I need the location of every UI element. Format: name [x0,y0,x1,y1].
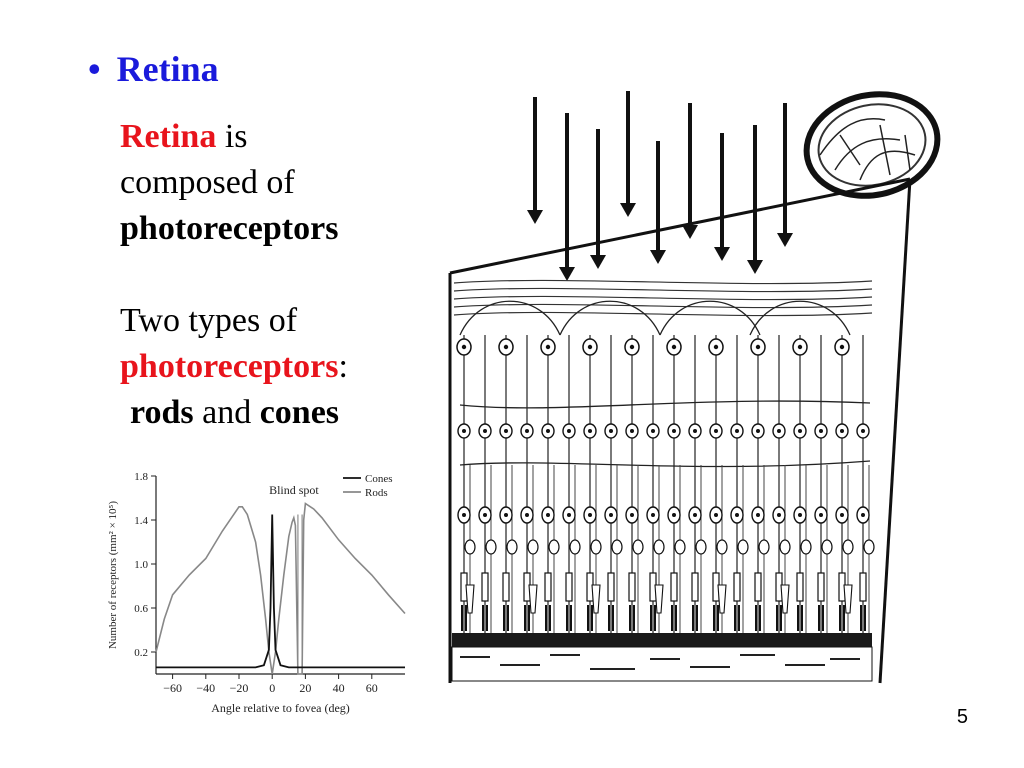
paragraph-composition: Retina is composed of photoreceptors [120,114,338,252]
y-tick-label: 0.6 [134,603,148,615]
x-tick-label: 20 [299,681,311,695]
text-and: and [193,394,260,431]
text-two-types: Two types of [120,302,298,339]
neural-cell-layers [453,279,875,633]
term-retina: Retina [120,118,217,155]
blind-spot-label: Blind spot [269,483,319,497]
retina-section-outline [448,177,912,684]
y-tick-label: 1.4 [134,515,148,527]
y-tick-label: 1.0 [134,559,148,571]
text-is: is [216,118,248,155]
term-photoreceptors: photoreceptors [120,210,339,247]
text-colon: : [338,348,348,385]
x-axis-label: Angle relative to fovea (deg) [211,701,350,715]
term-photoreceptors-red: photoreceptors [120,348,339,385]
y-tick-label: 0.2 [134,647,148,659]
term-cones: cones [259,394,340,431]
y-tick-label: 1.8 [134,471,148,483]
eyeball-illustration [803,91,941,199]
legend-label: Cones [365,473,393,485]
term-rods: rods [130,394,194,431]
light-arrows [527,91,793,281]
series-line-cones [156,514,405,669]
x-tick-label: 0 [269,681,275,695]
x-tick-label: 60 [366,681,378,695]
pigment-layer [451,633,873,682]
legend-label: Rods [365,487,388,499]
x-tick-label: 40 [333,681,345,695]
bullet-title: Retina [116,49,219,89]
bullet-heading: • Retina [88,48,219,90]
page-number: 5 [956,706,968,728]
text-composed-of: composed of [120,164,295,201]
y-axis-label: Number of receptors (mm² × 10⁵) [107,501,119,649]
paragraph-types: Two types of photoreceptors: rods and co… [120,298,348,436]
x-tick-label: −60 [163,681,182,695]
x-tick-label: −40 [196,681,215,695]
retina-diagram [448,91,941,684]
series-line-rods [155,502,406,675]
x-tick-label: −20 [230,681,249,695]
bullet-dot: • [88,49,101,89]
